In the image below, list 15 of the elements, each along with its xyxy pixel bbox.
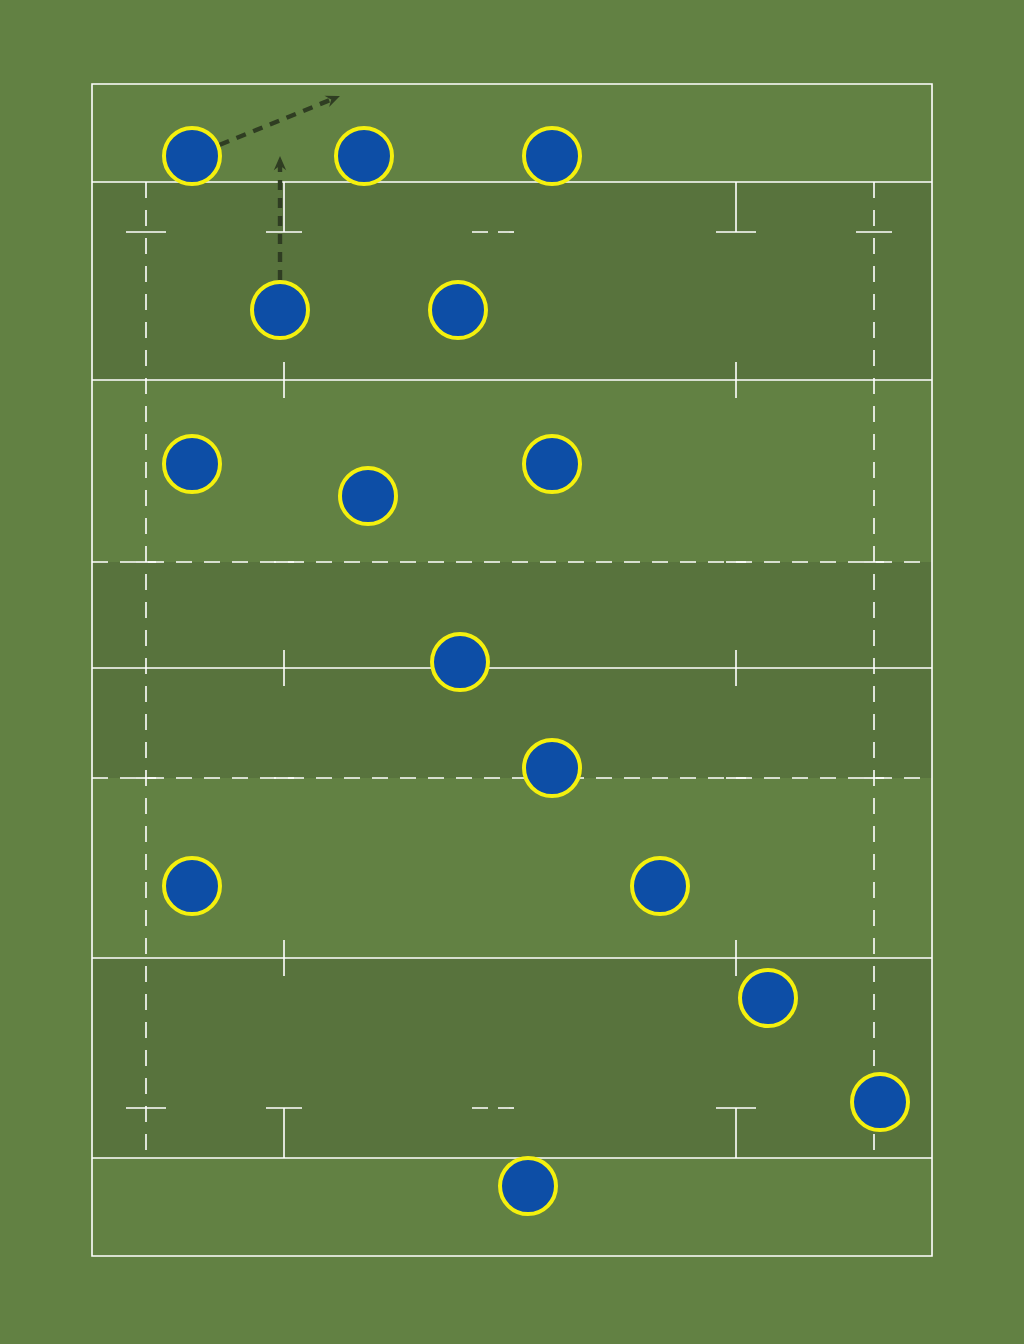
player-marker bbox=[338, 466, 398, 526]
player-marker bbox=[162, 126, 222, 186]
player-marker bbox=[522, 126, 582, 186]
player-marker bbox=[522, 434, 582, 494]
player-marker bbox=[738, 968, 798, 1028]
player-marker bbox=[334, 126, 394, 186]
player-marker bbox=[850, 1072, 910, 1132]
player-marker bbox=[498, 1156, 558, 1216]
player-marker bbox=[250, 280, 310, 340]
player-marker bbox=[162, 434, 222, 494]
player-marker bbox=[630, 856, 690, 916]
player-marker bbox=[522, 738, 582, 798]
player-marker bbox=[430, 632, 490, 692]
player-marker bbox=[162, 856, 222, 916]
player-marker bbox=[428, 280, 488, 340]
